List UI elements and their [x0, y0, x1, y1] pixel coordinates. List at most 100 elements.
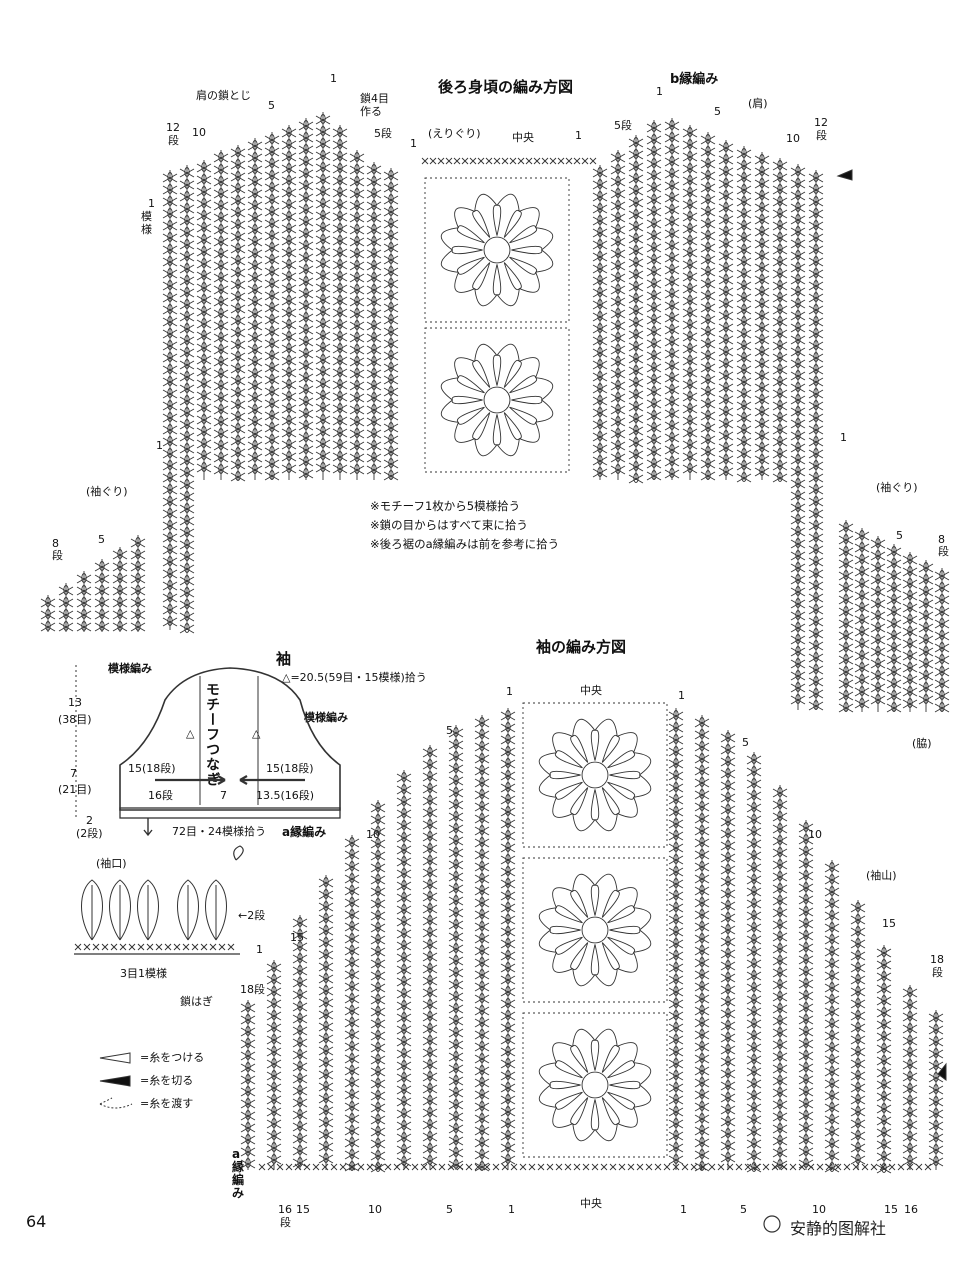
back-armhole-left-column — [76, 571, 92, 632]
chain-join-label: 鎖はぎ — [180, 995, 213, 1008]
sleeve-side-15-right: 15 — [882, 917, 896, 930]
back-motif-top — [424, 177, 570, 323]
row5-right-label: 5段 — [614, 119, 632, 132]
sleeve-side-15-left: 15 — [290, 931, 304, 944]
schematic-edge-band — [119, 807, 341, 819]
schematic-pattern-left: 模様編み — [108, 662, 152, 675]
legend-pass: =糸を渡す — [140, 1097, 194, 1110]
schematic-pickup: △=20.5(59目・15模様)拾う — [282, 671, 427, 684]
back-left-column — [264, 132, 280, 481]
sleeve-left-column — [500, 708, 516, 1170]
sleeve-left-column — [448, 725, 464, 1170]
schematic-bottom-135: 13.5(16段) — [256, 789, 315, 802]
sleeve-bottom-chain-row — [258, 1163, 932, 1171]
back-num-8-left: 8 — [52, 537, 59, 550]
sleeve-bottom-15-left: 15 — [296, 1203, 310, 1216]
legend-attach: =糸をつける — [140, 1051, 205, 1064]
sleeve-bottom-16-left: 16 — [278, 1203, 292, 1216]
back-unit-8-left: 段 — [52, 549, 63, 562]
pattern-2: 模 — [141, 210, 152, 223]
back-armhole-right-column — [902, 552, 918, 712]
pattern-3: 様 — [141, 223, 152, 236]
back-armhole-right-column — [870, 536, 886, 712]
back-right-column — [808, 170, 824, 711]
sleeve-bottom-15-right: 15 — [884, 1203, 898, 1216]
misc-marks — [74, 169, 947, 1233]
sleeve-right-column — [668, 708, 684, 1170]
back-left-column — [281, 125, 297, 480]
schematic-pickup-arrow — [143, 818, 153, 837]
side-label: (脇) — [912, 737, 932, 750]
sleeve-left-column — [474, 715, 490, 1172]
back-right-column — [592, 165, 608, 480]
legend-attach-icon — [99, 1052, 131, 1064]
back-num-1-neck-left: 1 — [410, 137, 417, 150]
sleeve-motif-2 — [522, 857, 668, 1003]
sleeve-right-column — [694, 715, 710, 1172]
legend-cut-icon — [99, 1075, 131, 1087]
back-right-column — [628, 135, 644, 484]
watermark-text: 安静的图解社 — [790, 1219, 887, 1238]
schematic-dim-13-sub: (38目) — [58, 713, 92, 726]
back-num-1-right-top: 1 — [656, 85, 663, 98]
legend-pass-icon — [99, 1097, 133, 1109]
page-number: 64 — [26, 1212, 47, 1231]
back-right-column — [772, 158, 788, 483]
back-left-column — [366, 162, 382, 480]
cuff-loop-icon — [233, 845, 244, 861]
back-right-column — [718, 140, 734, 480]
schematic-dim-7: 7 — [70, 767, 77, 780]
cuff-repeat: 3目1模様 — [120, 967, 167, 980]
sleeve-bottom-5-right: 5 — [740, 1203, 747, 1216]
back-right-column — [754, 152, 770, 480]
schematic-bottom-7: 7 — [220, 789, 227, 802]
sleeve-right-column — [850, 900, 866, 1170]
sleeve-center-top: 中央 — [580, 684, 602, 697]
back-num-10-right: 10 — [786, 132, 800, 145]
back-num-5-armhole-right: 5 — [896, 529, 903, 542]
schematic-dim-7-sub: (21目) — [58, 783, 92, 796]
back-right-column — [610, 150, 626, 480]
note-3: ※後ろ裾のa縁編みは前を参考に拾う — [370, 537, 560, 551]
back-left-column — [383, 168, 399, 481]
back-num-8-right: 8 — [938, 533, 945, 546]
shoulder-label: (肩) — [748, 97, 768, 110]
schematic-dim-2: 2 — [86, 814, 93, 827]
schematic-arrow-right — [239, 775, 305, 785]
back-armhole-right-column — [838, 520, 854, 713]
sleeve-side-10-right: 10 — [808, 828, 822, 841]
note-1: ※モチーフ1枚から5模様拾う — [370, 499, 521, 513]
sleeve-motif-1 — [522, 702, 668, 848]
schematic-triangle-right: △ — [252, 727, 261, 740]
pattern-1: 1 — [148, 197, 155, 210]
sleeve-row18-left: 18段 — [240, 983, 265, 996]
sleeve-bottom-5-left: 5 — [446, 1203, 453, 1216]
back-right-column — [736, 146, 752, 483]
sleeve-right-column — [798, 820, 814, 1170]
armhole-left-label: (袖ぐり) — [86, 485, 128, 498]
sleeve-left-column — [370, 800, 386, 1173]
back-armhole-right-column — [886, 544, 902, 713]
schematic-arrow-left — [155, 775, 226, 785]
watermark-icon — [763, 1215, 781, 1233]
sleeve-side-5-right: 5 — [742, 736, 749, 749]
note-2: ※鎖の目からはすべて束に拾う — [370, 518, 528, 532]
sleeve-bottom-1-right: 1 — [680, 1203, 687, 1216]
sleeve-row18-right-2: 段 — [932, 966, 943, 979]
sleeve-left-column — [344, 835, 360, 1172]
cuff-row1: 1 — [256, 943, 263, 956]
sleeve-left-column — [266, 960, 282, 1170]
back-num-1-armhole-left: 1 — [156, 439, 163, 452]
sleeve-left-column — [318, 875, 334, 1170]
back-num-1-neck-right: 1 — [575, 129, 582, 142]
schematic-outline — [119, 667, 341, 811]
legend-cut: =糸を切る — [140, 1074, 194, 1087]
sleeve-chart-title: 袖の編み方図 — [536, 638, 627, 656]
sleeve-bottom-1-left: 1 — [508, 1203, 515, 1216]
armhole-right-label: (袖ぐり) — [876, 481, 918, 494]
sleeve-right-column — [902, 985, 918, 1170]
sleeve-left-column — [396, 770, 412, 1170]
sleeve-right-column — [772, 785, 788, 1170]
back-motifs — [424, 177, 570, 473]
